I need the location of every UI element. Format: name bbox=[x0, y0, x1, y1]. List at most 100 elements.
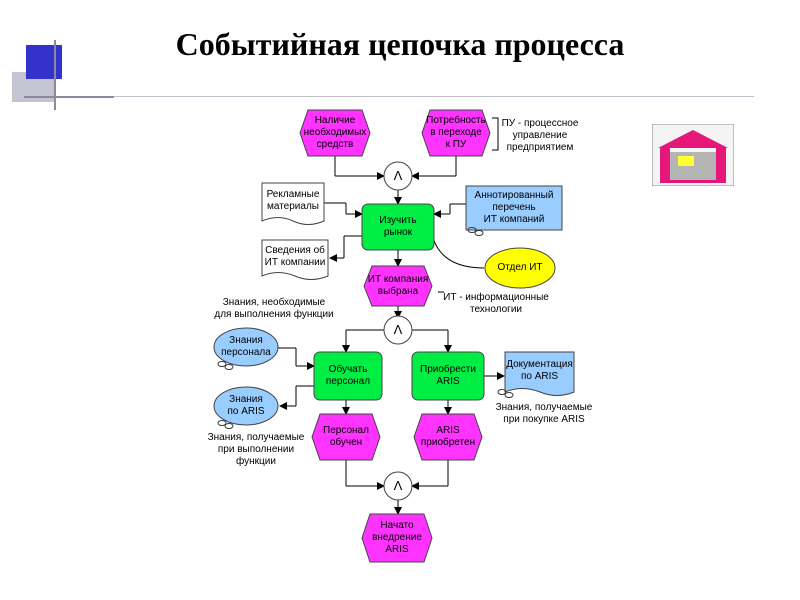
label-line: Начато bbox=[380, 520, 414, 531]
document-d2-shape bbox=[261, 239, 329, 280]
label-line: Знания, получаемые bbox=[495, 402, 593, 413]
label-line: к ПУ bbox=[445, 139, 467, 150]
label-line: при покупке ARIS bbox=[503, 414, 585, 425]
operator-and3-label: Λ bbox=[393, 478, 403, 493]
label-line: технологии bbox=[469, 304, 522, 315]
label-line: ARIS bbox=[385, 544, 409, 555]
event-e4-shape bbox=[311, 413, 381, 461]
label-line: Аннотированный bbox=[474, 190, 554, 201]
event-e5-shape bbox=[413, 413, 483, 461]
label-line: ИТ компании bbox=[264, 257, 326, 268]
label-line: управление bbox=[512, 130, 568, 141]
label-line: необходимых bbox=[303, 127, 367, 138]
label-line: Документация bbox=[506, 359, 573, 370]
label-line: в переходе bbox=[430, 127, 482, 138]
label-line: средств bbox=[316, 139, 354, 150]
decor-blue-square bbox=[26, 45, 62, 79]
label-line: перечень bbox=[492, 202, 536, 213]
label-line: обучен bbox=[329, 437, 363, 448]
list-l1-shape bbox=[465, 185, 563, 231]
label-line: Потребность bbox=[426, 115, 486, 126]
label-line: Изучить bbox=[379, 215, 417, 226]
label-line: Приобрести bbox=[420, 364, 476, 375]
label-line: выбрана bbox=[377, 286, 419, 297]
label-line: функции bbox=[236, 456, 276, 467]
function-f3-shape bbox=[411, 351, 485, 401]
label-line: при выполнении bbox=[217, 444, 295, 455]
label-line: персонал bbox=[325, 376, 371, 387]
label-line: ИТ компания bbox=[367, 274, 429, 285]
function-f2-shape bbox=[313, 351, 383, 401]
label-line: ИТ компаний bbox=[483, 214, 545, 225]
label-line: материалы bbox=[267, 201, 319, 212]
knowledge-k2-shape bbox=[213, 386, 279, 426]
function-f1-shape bbox=[361, 203, 435, 251]
org-unit-o1-label: Отдел ИТ bbox=[497, 262, 543, 273]
knowledge-k1-shape bbox=[213, 327, 279, 367]
label-line: предприятием bbox=[506, 142, 574, 153]
annotation-leaders bbox=[438, 117, 499, 293]
link-icon bbox=[217, 361, 514, 429]
operator-and1-shape bbox=[383, 161, 413, 191]
label-line: Знания bbox=[229, 335, 263, 346]
link-icon bbox=[467, 227, 484, 236]
label-line: Персонал bbox=[323, 425, 369, 436]
label-line: по ARIS bbox=[227, 406, 265, 417]
event-e6-shape bbox=[361, 513, 433, 563]
operator-and2-label: Λ bbox=[393, 322, 403, 337]
label-line: Рекламные bbox=[266, 189, 320, 200]
label-line: по ARIS bbox=[520, 371, 559, 382]
label-line: ARIS bbox=[436, 376, 460, 387]
event-e2-shape bbox=[421, 109, 491, 157]
decor-horizontal-line-long bbox=[114, 96, 754, 97]
home-icon[interactable] bbox=[652, 124, 734, 186]
label-line: приобретен bbox=[420, 437, 476, 448]
event-e1-shape bbox=[299, 109, 371, 157]
label-line: рынок bbox=[383, 227, 413, 238]
slide-title: Событийная цепочка процесса bbox=[175, 26, 625, 62]
label-line: Знания bbox=[229, 394, 263, 405]
label-line: ARIS bbox=[436, 425, 460, 436]
label-line: Сведения об bbox=[265, 245, 325, 256]
label-line: ИТ - информационные bbox=[443, 292, 549, 303]
label-line: Обучать bbox=[328, 364, 368, 375]
operator-and2-shape bbox=[383, 315, 413, 345]
org-unit-o1-shape bbox=[484, 247, 556, 289]
operator-and3-shape bbox=[383, 471, 413, 501]
connector-lines bbox=[276, 156, 505, 515]
decor-horizontal-line bbox=[24, 96, 114, 98]
